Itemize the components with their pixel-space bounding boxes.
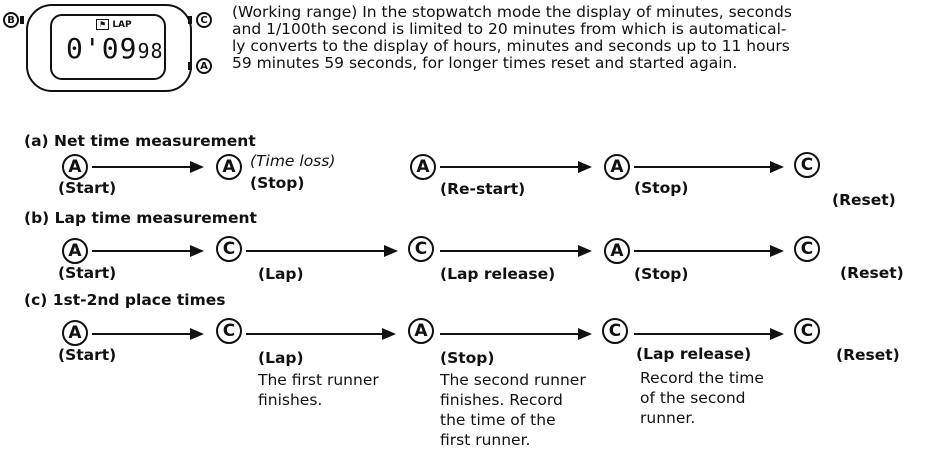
section-a-title: (a) Net time measurement [24,132,256,150]
button-a-icon: A [408,318,434,344]
note-line: The second runner [440,371,586,389]
watch-button-a: A [196,58,212,74]
watch-pin-right-top [188,16,192,24]
button-a-icon: A [604,154,630,180]
restart-label: (Re-start) [440,180,526,198]
watch-screen [50,14,166,80]
button-a-icon: A [604,238,630,264]
arrow [440,245,592,257]
description-line: and 1/100th second is limited to 20 minu… [232,20,787,38]
arrow [440,328,592,340]
watch-digits: 0'0998 [66,34,164,66]
button-c-icon: C [794,236,820,262]
stop-label: (Stop) [250,174,305,192]
note-line: finishes. Record [440,391,563,409]
button-a-icon: A [62,238,88,264]
lap-label: (Lap) [258,349,304,367]
watch-pin-left [20,16,24,24]
note-line: of the second [640,389,746,407]
section-c-title: (c) 1st-2nd place times [24,291,226,309]
button-a-icon: A [410,154,436,180]
arrow [634,245,784,257]
reset-label: (Reset) [836,346,900,364]
arrow [634,328,784,340]
button-c-icon: C [794,318,820,344]
watch-button-c: C [196,12,212,28]
button-a-icon: A [62,320,88,346]
stop-label: (Stop) [634,265,689,283]
note-line: the time of the [440,411,556,429]
description-line: ly converts to the display of hours, min… [232,37,790,55]
arrow [92,161,204,173]
watch-pin-right-bottom [188,62,192,70]
reset-label: (Reset) [840,264,904,282]
arrow [246,328,396,340]
note-line: runner. [640,409,696,427]
lap-release-label: (Lap release) [636,345,752,363]
arrow [634,161,784,173]
watch-digits-small: 98 [137,39,164,63]
description-line: (Working range) In the stopwatch mode th… [232,3,792,21]
button-c-icon: C [602,318,628,344]
note-line: Record the time [640,369,764,387]
watch-button-b: B [3,12,19,28]
stop-label: (Stop) [634,179,689,197]
arrow [246,245,398,257]
watch-case [26,4,192,92]
description-paragraph: (Working range) In the stopwatch mode th… [232,4,932,72]
button-c-icon: C [216,318,242,344]
time-loss-label: (Time loss) [250,152,336,170]
lap-flag-icon: ⚑ [96,19,110,30]
lap-note: The first runner finishes. [258,370,379,410]
description-line: 59 minutes 59 seconds, for longer times … [232,54,738,72]
arrow [440,161,592,173]
button-a-icon: A [62,154,88,180]
start-label: (Start) [58,346,117,364]
button-c-icon: C [216,236,242,262]
button-c-icon: C [408,236,434,262]
lap-label: (Lap) [258,265,304,283]
reset-label: (Reset) [832,191,896,209]
lap-release-note: Record the time of the second runner. [640,368,764,428]
start-label: (Start) [58,179,117,197]
arrow [92,328,204,340]
lap-release-label: (Lap release) [440,265,556,283]
watch-digits-main: 0'09 [66,32,138,65]
stop-note: The second runner finishes. Record the t… [440,370,586,450]
stop-label: (Stop) [440,349,495,367]
button-c-icon: C [794,152,820,178]
start-label: (Start) [58,264,117,282]
note-line: finishes. [258,391,323,409]
arrow [92,245,204,257]
button-a-icon: A [216,154,242,180]
note-line: first runner. [440,431,531,449]
section-b-title: (b) Lap time measurement [24,209,257,227]
watch-lap-indicator: ⚑ LAP [96,19,132,30]
note-line: The first runner [258,371,379,389]
